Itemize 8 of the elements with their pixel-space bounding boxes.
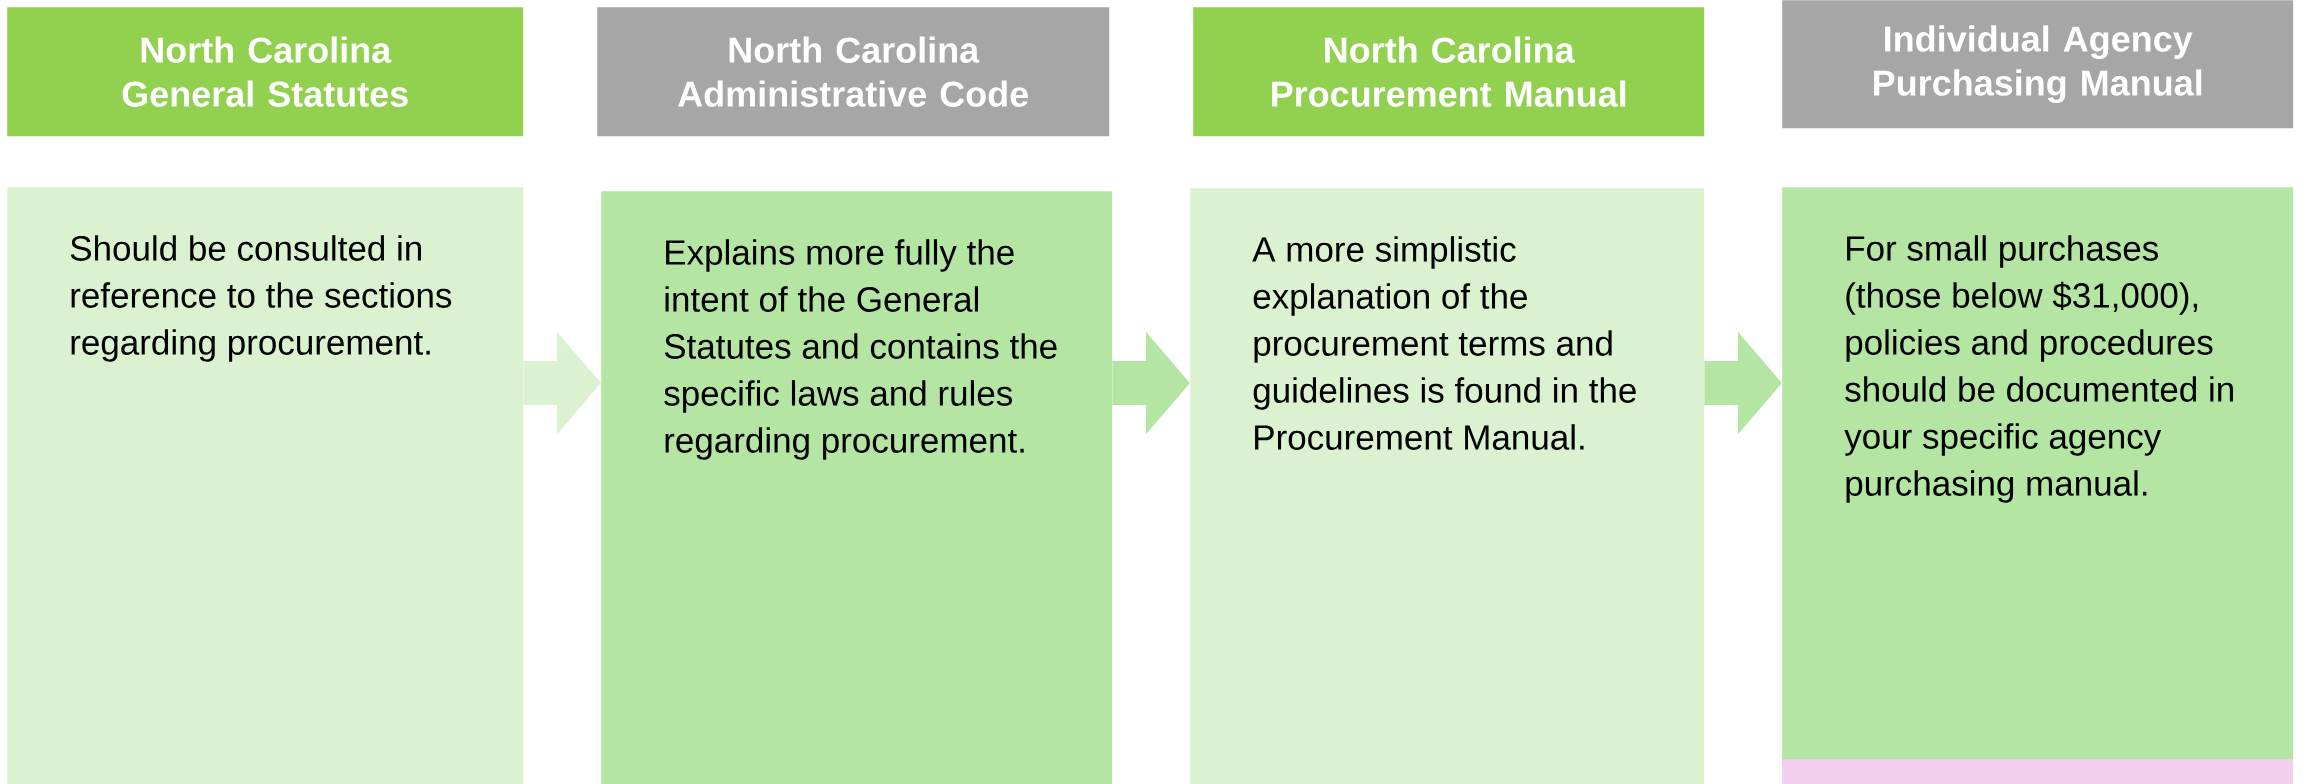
header-box: Individual Agency Purchasing Manual <box>1782 0 2294 129</box>
description-box: Should be consulted in reference to the sections regarding procurement. <box>7 187 524 784</box>
header-box: North Carolina Administrative Code <box>597 7 1110 137</box>
description-box: Explains more fully the intent of the General Statutes and contains the specific laws and rules regarding procurement. <box>601 191 1113 784</box>
header-box: North Carolina Procurement Manual <box>1193 7 1705 137</box>
description-box: For small purchases (those below $31,000), policies and procedures should be documented in your specific agency purchasing manual. <box>1782 187 2294 760</box>
description-box: A more simplistic explanation of the procurement terms and guidelines is found in the Procurement Manual. <box>1190 188 1705 784</box>
header-box: North Carolina General Statutes <box>7 7 524 137</box>
